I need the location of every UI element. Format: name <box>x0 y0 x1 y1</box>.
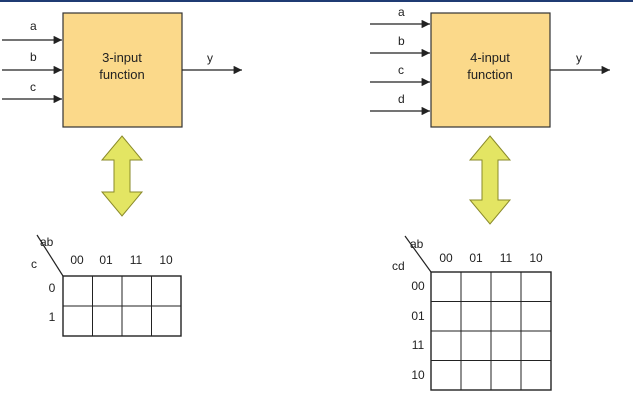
double-arrow-right <box>468 135 512 225</box>
input-label-c: c <box>30 80 36 94</box>
kmap-row-label: 10 <box>411 368 425 382</box>
kmap-col-var: ab <box>40 235 54 249</box>
kmap-col-label: 01 <box>99 253 113 267</box>
output-label-y: y <box>207 51 213 65</box>
kmap-grid-4var <box>430 271 552 391</box>
kmap-col-label: 11 <box>130 253 143 267</box>
top-rule <box>0 0 633 2</box>
four-input-block-line2: function <box>467 67 513 82</box>
four-input-block-line1: 4-input <box>470 50 510 65</box>
kmap-row-label: 1 <box>49 310 56 324</box>
kmap-col-label: 00 <box>70 253 84 267</box>
four-input-group: 4-input function a b c d y ab cd 00 01 1… <box>370 5 610 391</box>
three-input-group: 3-input function a b c y ab c 00 01 11 1… <box>2 12 242 337</box>
kmap-row-label: 11 <box>412 338 425 352</box>
kmap-row-label: 00 <box>411 279 425 293</box>
kmap-corner-diagonal <box>36 234 64 277</box>
input-label-d: d <box>398 92 405 106</box>
input-label-c: c <box>398 63 404 77</box>
kmap-col-var: ab <box>410 237 424 251</box>
three-input-block-line1: 3-input <box>102 50 142 65</box>
three-input-block-line2: function <box>99 67 145 82</box>
kmap-col-label: 11 <box>500 251 513 265</box>
kmap-col-label: 01 <box>469 251 483 265</box>
kmap-grid-3var <box>62 275 182 337</box>
input-label-a: a <box>30 19 37 33</box>
kmap-row-label: 01 <box>411 309 425 323</box>
input-label-b: b <box>30 50 37 64</box>
input-label-b: b <box>398 34 405 48</box>
kmap-col-label: 10 <box>159 253 173 267</box>
kmap-row-var: cd <box>392 259 405 273</box>
three-input-function-block <box>62 12 183 128</box>
kmap-col-label: 10 <box>529 251 543 265</box>
double-arrow-left <box>100 135 144 217</box>
kmap-corner-diagonal <box>404 235 432 273</box>
kmap-row-label: 0 <box>49 281 56 295</box>
kmap-row-var: c <box>31 257 37 271</box>
kmap-col-label: 00 <box>439 251 453 265</box>
input-label-a: a <box>398 5 405 19</box>
output-label-y: y <box>576 51 582 65</box>
